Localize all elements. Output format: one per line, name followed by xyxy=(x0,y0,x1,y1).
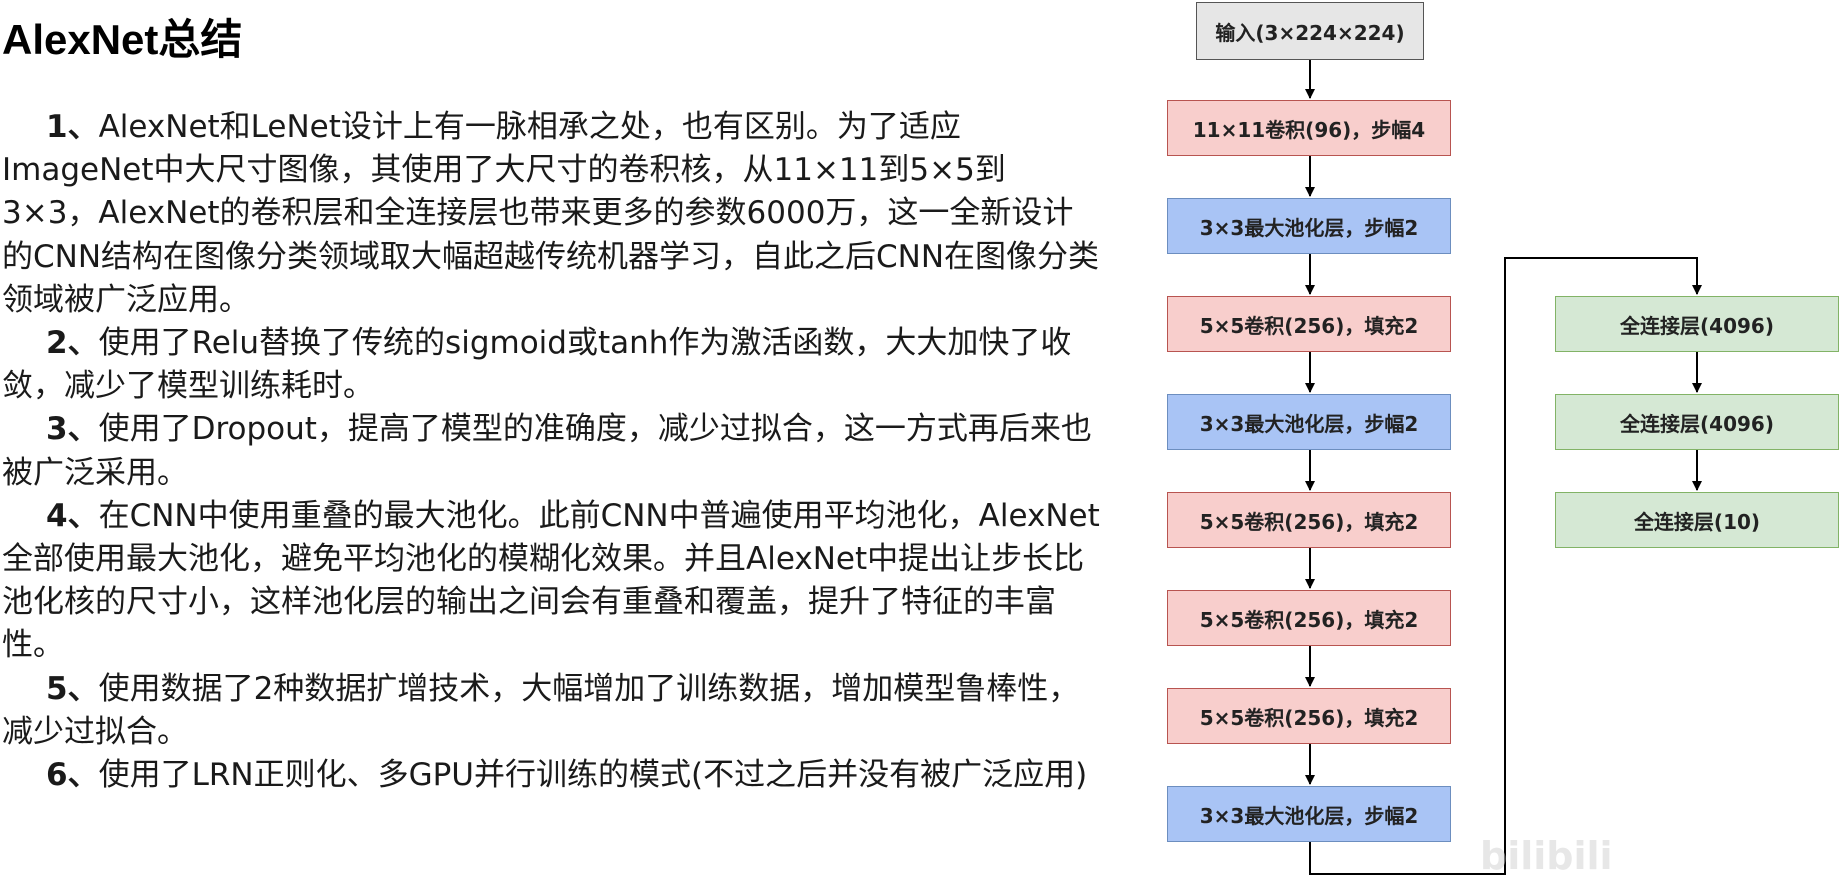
point-text: 使用了Relu替换了传统的sigmoid或tanh作为激活函数，大大加快了收敛，… xyxy=(2,325,1072,405)
summary-point: 3、使用了Dropout，提高了模型的准确度，减少过拟合，这一方式再后来也被广泛… xyxy=(2,408,1100,494)
point-text: 在CNN中使用重叠的最大池化。此前CNN中普遍使用平均池化，AlexNet全部使… xyxy=(2,497,1100,664)
conv-layer-node: 5×5卷积(256)，填充2 xyxy=(1167,590,1451,646)
fc-layer-node: 全连接层(10) xyxy=(1555,492,1839,548)
pool-layer-node: 3×3最大池化层，步幅2 xyxy=(1167,394,1451,450)
summary-text: 1、AlexNet和LeNet设计上有一脉相承之处，也有区别。为了适应Image… xyxy=(2,106,1100,797)
summary-point: 4、在CNN中使用重叠的最大池化。此前CNN中普遍使用平均池化，AlexNet全… xyxy=(2,495,1100,668)
slide-title: AlexNet总结 xyxy=(2,16,243,63)
pool-layer-node: 3×3最大池化层，步幅2 xyxy=(1167,786,1451,842)
point-text: 使用数据了2种数据扩增技术，大幅增加了训练数据，增加模型鲁棒性，减少过拟合。 xyxy=(2,670,1080,750)
point-number: 4、 xyxy=(46,497,99,534)
summary-point: 1、AlexNet和LeNet设计上有一脉相承之处，也有区别。为了适应Image… xyxy=(2,106,1100,322)
summary-point: 6、使用了LRN正则化、多GPU并行训练的模式(不过之后并没有被广泛应用) xyxy=(2,754,1100,797)
watermark-logo: bilibili xyxy=(1480,834,1613,878)
connector-arrow xyxy=(1309,257,1702,875)
conv-layer-node: 11×11卷积(96)，步幅4 xyxy=(1167,100,1451,156)
point-number: 2、 xyxy=(46,325,99,362)
fc-layer-node: 全连接层(4096) xyxy=(1555,296,1839,352)
conv-layer-node: 5×5卷积(256)，填充2 xyxy=(1167,296,1451,352)
input-node: 输入(3×224×224) xyxy=(1196,2,1424,60)
fc-layer-node: 全连接层(4096) xyxy=(1555,394,1839,450)
point-text: 使用了LRN正则化、多GPU并行训练的模式(不过之后并没有被广泛应用) xyxy=(98,757,1088,794)
pool-layer-node: 3×3最大池化层，步幅2 xyxy=(1167,198,1451,254)
point-text: 使用了Dropout，提高了模型的准确度，减少过拟合，这一方式再后来也被广泛采用… xyxy=(2,411,1092,491)
point-number: 5、 xyxy=(46,670,99,707)
summary-point: 2、使用了Relu替换了传统的sigmoid或tanh作为激活函数，大大加快了收… xyxy=(2,322,1100,408)
point-number: 3、 xyxy=(46,411,99,448)
conv-layer-node: 5×5卷积(256)，填充2 xyxy=(1167,492,1451,548)
conv-layer-node: 5×5卷积(256)，填充2 xyxy=(1167,688,1451,744)
point-number: 1、 xyxy=(46,109,99,145)
summary-point: 5、使用数据了2种数据扩增技术，大幅增加了训练数据，增加模型鲁棒性，减少过拟合。 xyxy=(2,668,1100,754)
point-number: 6、 xyxy=(46,757,99,794)
point-text: AlexNet和LeNet设计上有一脉相承之处，也有区别。为了适应ImageNe… xyxy=(2,109,1100,318)
